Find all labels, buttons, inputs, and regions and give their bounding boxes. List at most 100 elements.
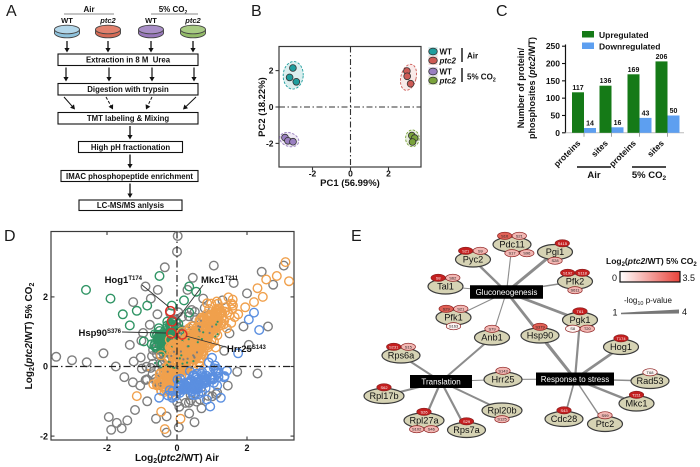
svg-text:Downregulated: Downregulated <box>599 42 660 52</box>
svg-text:Anb1: Anb1 <box>481 333 502 343</box>
svg-text:Hog1: Hog1 <box>610 342 632 352</box>
svg-text:E: E <box>351 228 362 245</box>
svg-text:S99: S99 <box>601 413 609 418</box>
svg-text:117: 117 <box>572 85 583 92</box>
svg-text:206: 206 <box>656 54 668 61</box>
svg-text:PC1 (56.99%): PC1 (56.99%) <box>320 178 380 189</box>
svg-text:IMAC phosphopeptide enrichment: IMAC phosphopeptide enrichment <box>66 172 193 181</box>
svg-text:43: 43 <box>642 110 650 117</box>
svg-text:Rps6a: Rps6a <box>388 351 415 361</box>
svg-text:S46: S46 <box>428 427 436 432</box>
svg-text:S125: S125 <box>497 417 507 422</box>
svg-text:S21: S21 <box>462 248 470 253</box>
svg-text:PC2 (18.22%): PC2 (18.22%) <box>257 77 268 137</box>
svg-text:S10: S10 <box>501 233 509 238</box>
svg-text:S96: S96 <box>523 251 531 256</box>
svg-text:Rpl20b: Rpl20b <box>487 406 516 416</box>
svg-text:Mkc1T211: Mkc1T211 <box>201 275 239 286</box>
svg-text:-2: -2 <box>266 138 274 148</box>
svg-text:Upregulated: Upregulated <box>599 30 649 40</box>
svg-text:Log2(ptc2/WT) 5% CO2: Log2(ptc2/WT) 5% CO2 <box>606 256 697 268</box>
svg-text:T20: T20 <box>584 326 592 331</box>
svg-text:Hrr25: Hrr25 <box>492 375 515 385</box>
svg-text:0: 0 <box>174 443 179 453</box>
svg-text:S102: S102 <box>412 427 422 432</box>
svg-text:150: 150 <box>546 76 560 86</box>
svg-text:-2: -2 <box>309 169 317 179</box>
svg-text:Tal1: Tal1 <box>437 282 454 292</box>
svg-text:S231: S231 <box>389 344 399 349</box>
svg-text:100: 100 <box>546 93 560 103</box>
svg-text:B: B <box>251 3 262 20</box>
svg-text:TMT labeling & Mixing: TMT labeling & Mixing <box>87 114 170 123</box>
svg-text:Log2(ptc2/WT) 5% CO2: Log2(ptc2/WT) 5% CO2 <box>24 283 36 390</box>
svg-text:LC-MS/MS anlysis: LC-MS/MS anlysis <box>97 201 165 210</box>
svg-text:S415: S415 <box>558 241 568 246</box>
svg-text:Rpl17b: Rpl17b <box>369 391 398 401</box>
svg-text:250: 250 <box>546 41 560 51</box>
svg-text:-log10 p-value: -log10 p-value <box>624 296 672 307</box>
svg-text:Digestion with trypsin: Digestion with trypsin <box>87 85 169 94</box>
svg-text:A: A <box>6 3 17 20</box>
svg-text:WT: WT <box>440 48 453 57</box>
svg-text:High pH fractionation: High pH fractionation <box>91 143 171 152</box>
svg-text:Extraction in 8 M Urea: Extraction in 8 M Urea <box>86 56 171 65</box>
svg-text:S611: S611 <box>570 288 580 293</box>
svg-text:Hsp90S376: Hsp90S376 <box>78 328 121 339</box>
svg-text:0: 0 <box>269 102 274 112</box>
svg-text:Ptc2: Ptc2 <box>596 419 614 429</box>
svg-text:S192: S192 <box>563 270 573 275</box>
svg-text:proteins: proteins <box>552 138 583 169</box>
svg-text:Air: Air <box>83 5 94 14</box>
svg-text:5% CO2: 5% CO2 <box>159 5 188 16</box>
svg-text:T68: T68 <box>647 370 655 375</box>
svg-text:Pdc11: Pdc11 <box>499 240 524 250</box>
svg-text:169: 169 <box>628 67 640 74</box>
svg-text:Hog1T174: Hog1T174 <box>105 275 143 286</box>
svg-text:phosphosites (ptc2/WT): phosphosites (ptc2/WT) <box>527 37 537 139</box>
svg-text:Mkc1: Mkc1 <box>626 399 648 409</box>
svg-text:S17: S17 <box>508 251 516 256</box>
svg-text:C: C <box>496 3 508 20</box>
svg-text:4: 4 <box>682 307 687 317</box>
svg-text:S8: S8 <box>570 326 576 331</box>
svg-text:0: 0 <box>348 169 353 179</box>
svg-text:S15: S15 <box>405 344 413 349</box>
svg-text:S9: S9 <box>478 248 484 253</box>
svg-text:136: 136 <box>600 78 612 85</box>
svg-text:2: 2 <box>43 292 48 302</box>
svg-text:T61: T61 <box>577 309 585 314</box>
svg-text:Pfk1: Pfk1 <box>444 313 462 323</box>
svg-text:ptc2: ptc2 <box>99 16 116 25</box>
svg-text:16: 16 <box>614 120 622 127</box>
svg-text:S29: S29 <box>463 419 471 424</box>
svg-text:Hsp90: Hsp90 <box>527 331 554 341</box>
svg-text:50: 50 <box>551 110 561 120</box>
svg-text:Log2(ptc2/WT) Air: Log2(ptc2/WT) Air <box>135 453 219 465</box>
svg-text:S143: S143 <box>498 368 508 373</box>
svg-text:Rpl27a: Rpl27a <box>409 416 439 426</box>
svg-text:50: 50 <box>670 108 678 115</box>
svg-text:Rad53: Rad53 <box>636 376 663 386</box>
svg-text:Translation: Translation <box>421 378 460 387</box>
svg-text:Gluconeogenesis: Gluconeogenesis <box>476 288 538 297</box>
svg-text:WT: WT <box>145 16 157 25</box>
svg-text:S79: S79 <box>488 326 496 331</box>
svg-text:-2: -2 <box>40 431 48 441</box>
svg-text:5% CO2: 5% CO2 <box>632 170 667 182</box>
svg-text:S29: S29 <box>443 306 451 311</box>
svg-text:Air: Air <box>467 52 478 61</box>
svg-text:ptc2: ptc2 <box>439 57 457 66</box>
svg-text:sites: sites <box>589 138 610 159</box>
svg-text:S8: S8 <box>436 275 442 280</box>
svg-text:proteins: proteins <box>607 138 638 169</box>
svg-text:T174: T174 <box>616 336 626 341</box>
svg-text:Hrr25S143: Hrr25S143 <box>227 344 267 355</box>
svg-text:Pgk1: Pgk1 <box>570 315 591 325</box>
svg-text:S26: S26 <box>420 409 428 414</box>
svg-text:0: 0 <box>555 128 560 138</box>
svg-text:Air: Air <box>587 170 601 181</box>
svg-text:Cdc28: Cdc28 <box>551 414 578 424</box>
svg-text:2: 2 <box>386 169 391 179</box>
svg-text:S379: S379 <box>535 324 545 329</box>
